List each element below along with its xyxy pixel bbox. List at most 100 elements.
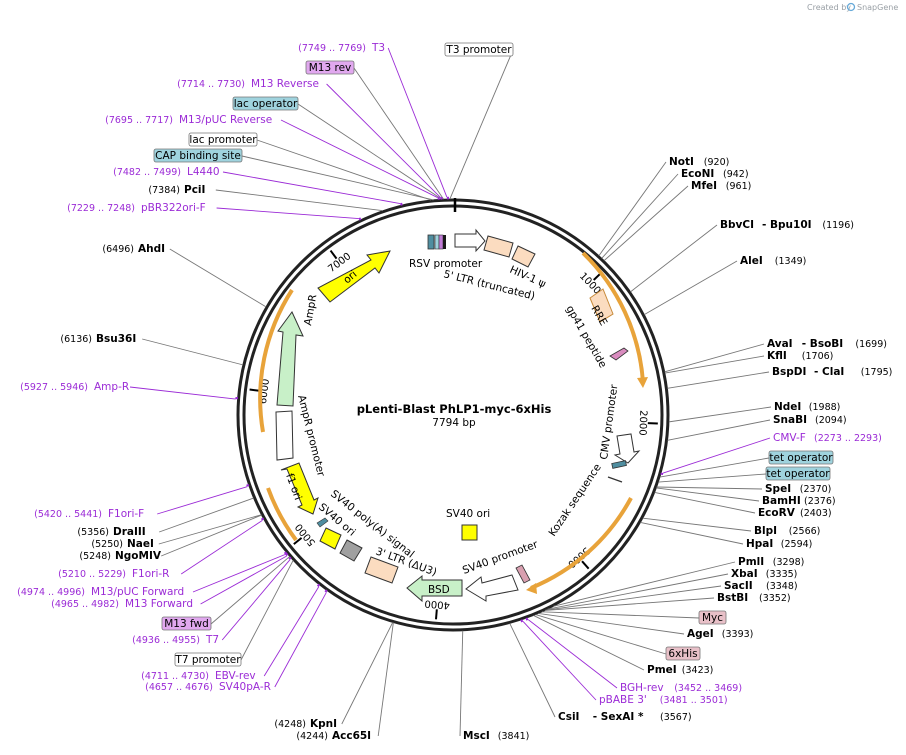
snapgene-logo-icon <box>846 2 856 12</box>
boxed-label-bg-10 <box>174 652 242 667</box>
primer-site-7 <box>260 517 265 521</box>
feature-5ltr <box>483 235 514 258</box>
feature-bsd <box>406 574 463 603</box>
boxed-label-bg-9 <box>161 616 212 631</box>
credit-created-by: Created by <box>807 3 851 12</box>
primer-l4440: L4440 <box>187 166 220 178</box>
primer-leader-0 <box>387 47 448 198</box>
enzyme-naei: NaeI <box>127 538 154 550</box>
primer-bgh-rev: BGH-rev <box>620 682 664 694</box>
label-cmv-promoter: CMV promoter <box>598 383 621 460</box>
feature-cmv-promoter <box>613 433 641 464</box>
leader-bbvci <box>630 224 718 293</box>
leader-pmli <box>553 561 736 607</box>
feature-lac-small <box>316 517 329 528</box>
primer-pbr322ori-f: pBR322ori-F <box>141 202 206 214</box>
enzyme-bspdi: BspDI <box>772 366 806 378</box>
feature-rre <box>589 288 614 323</box>
leader-noti <box>598 161 667 256</box>
primer-labels: (7749 .. 7769)T3(7714 .. 7730)M13 Revers… <box>17 42 882 706</box>
feature-gp41 <box>609 347 629 361</box>
boxed-label-bg-0 <box>444 42 514 57</box>
label-ampr: AmpR <box>302 294 319 327</box>
enzyme-avai-pos: - BsoBI <box>802 338 843 350</box>
backbone-inner <box>242 204 664 626</box>
primer-f1ori-r: F1ori-R <box>132 568 169 580</box>
leader-bstbi <box>544 597 715 611</box>
primer-leader-3 <box>222 171 401 204</box>
enzyme-bbvci-pos2: (1196) <box>822 220 854 231</box>
leader-csii <box>509 623 556 718</box>
boxed-label-bg-7 <box>698 610 727 625</box>
enzyme-ahdi: AhdI <box>138 243 165 255</box>
primer-amp-r: Amp-R <box>94 381 129 393</box>
leader-mfei <box>603 185 689 261</box>
feature-sv40-ori <box>319 527 342 550</box>
primer-t7: T7 <box>205 634 219 646</box>
primer-leader-9 <box>200 555 287 605</box>
enzyme-avai-pos2: (1699) <box>855 339 887 350</box>
plasmid-name: pLenti-Blast PhLP1-myc-6xHis <box>357 402 552 416</box>
feature-rsv-promoter <box>454 228 486 253</box>
enzyme-ecorv-pos: (2403) <box>800 508 832 519</box>
enzyme-blpi-pos: (2566) <box>789 526 821 537</box>
tick-mark-7000 <box>329 249 338 260</box>
primer-leader-4 <box>216 207 359 219</box>
enzyme-ndei: NdeI <box>774 401 801 413</box>
orf-bands <box>258 251 648 594</box>
leader-econi <box>601 173 679 259</box>
primer-leader-2 <box>280 119 438 198</box>
enzyme-bspdi-pos: - ClaI <box>814 366 844 378</box>
leader-bspdi <box>667 371 770 389</box>
primer-m13-puc-reverse: M13/pUC Reverse <box>179 114 272 126</box>
primer-pos-10: (4936 .. 4955) <box>132 635 200 646</box>
feature-myc-his <box>515 564 531 584</box>
primer-pos-9: (4965 .. 4982) <box>51 599 119 610</box>
boxed-label-bg-5 <box>768 450 834 465</box>
enzyme-bstbi-pos: (3352) <box>759 593 791 604</box>
primer-site-11 <box>316 583 321 587</box>
boxed-label-bg-1 <box>305 60 355 75</box>
primer-site-12 <box>324 589 328 593</box>
enzyme-kpni-pos: (4248) <box>274 719 306 730</box>
orf-band-gag <box>581 251 645 383</box>
boxed-label-bg-4 <box>153 148 243 163</box>
boxed-leader-9 <box>210 556 291 625</box>
enzyme-csii-pos: - SexAI * <box>593 711 644 723</box>
primer-pos-12: (4657 .. 4676) <box>145 682 213 693</box>
credit-brand: SnapGene <box>857 3 898 12</box>
enzyme-sacii: SacII <box>724 580 753 592</box>
primer-leader-13 <box>662 437 771 474</box>
enzyme-pmei: PmeI <box>647 664 677 676</box>
primer-leader-7 <box>180 520 263 575</box>
primer-leader-10 <box>221 559 291 641</box>
primer-site-6 <box>246 483 250 487</box>
left-enzyme-labels: (7384)PciI(6496)AhdI(6136)Bsu36I(5356)Dr… <box>60 184 371 742</box>
enzyme-bamhi: BamHI <box>762 495 801 507</box>
primer-pbabe-3-: pBABE 3' <box>599 694 647 706</box>
tick-mark-6000 <box>249 388 260 392</box>
leader-avai <box>664 343 765 373</box>
boxed-label-bg-6 <box>765 466 831 481</box>
leader-kfli <box>664 355 765 374</box>
enzyme-bsu36i: Bsu36I <box>96 333 136 345</box>
boxed-leader-4 <box>241 155 434 201</box>
primer-site-8 <box>283 551 288 555</box>
leader-bsu36i <box>142 338 244 366</box>
boxed-leader-8 <box>535 614 667 655</box>
enzyme-pmli-pos: (3298) <box>773 557 805 568</box>
primer-pos-1: (7714 .. 7730) <box>177 79 245 90</box>
primer-site-4 <box>358 217 362 221</box>
primer-ebv-rev: EBV-rev <box>215 670 256 682</box>
enzyme-sacii-pos: (3348) <box>766 581 798 592</box>
enzyme-bsu36i-pos: (6136) <box>60 334 92 345</box>
enzyme-kfli-pos: (1706) <box>802 351 834 362</box>
primer-pos-5: (5927 .. 5946) <box>20 382 88 393</box>
orf-band-ampr <box>258 288 294 433</box>
enzyme-alei-pos: (1349) <box>775 256 807 267</box>
enzyme-hpai: HpaI <box>746 538 773 550</box>
boxed-label-lac-promoter: lac promoter <box>189 134 257 146</box>
boxed-leader-7 <box>542 611 700 619</box>
enzyme-ahdi-pos: (6496) <box>102 244 134 255</box>
